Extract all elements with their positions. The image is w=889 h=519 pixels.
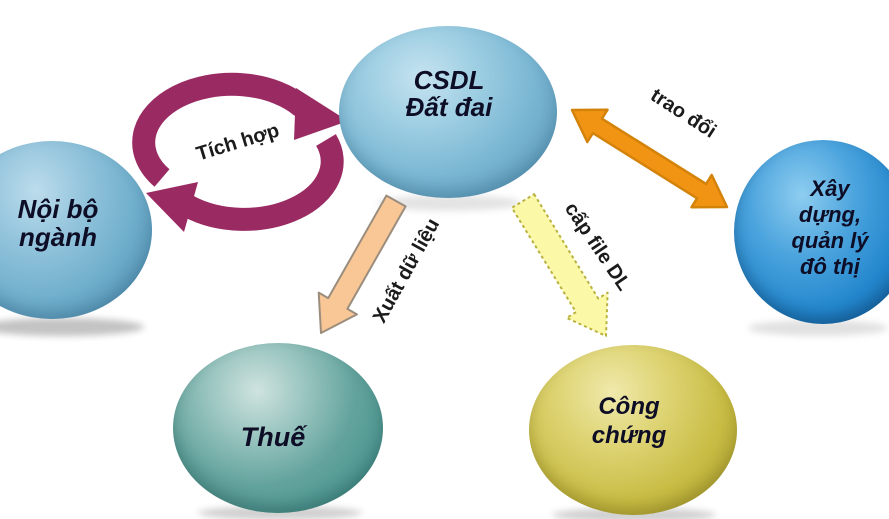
label-line: Đất đai xyxy=(405,92,493,122)
node-cong-chung xyxy=(529,345,737,515)
shadow-xaydung xyxy=(748,320,888,336)
cycle-arrowhead-right-icon xyxy=(294,88,348,140)
label-line: ngành xyxy=(19,222,97,252)
label-line: quản lý xyxy=(791,228,869,253)
shadow-csdl xyxy=(377,195,521,211)
label-line: Xây xyxy=(810,176,850,201)
label-cong-chung: Công chứng xyxy=(592,392,666,450)
label-line: chứng xyxy=(591,422,667,449)
exchange-double-arrow xyxy=(570,108,729,209)
label-line: Thuế xyxy=(240,422,306,452)
cycle-arc-bottom xyxy=(182,134,344,231)
node-thue xyxy=(173,343,383,513)
export-data-arrow xyxy=(317,194,407,334)
label-line: CSDL xyxy=(413,65,485,95)
node-xay-dung-quan-ly-do-thi xyxy=(734,140,889,324)
shadow-noibo xyxy=(0,318,144,336)
label-line: đô thị xyxy=(800,254,860,279)
node-csdl-dat-dai xyxy=(339,26,557,198)
label-line: Công xyxy=(598,393,660,420)
label-line: Nội bộ xyxy=(17,194,99,224)
label-thue: Thuế xyxy=(241,423,306,451)
cycle-arc-top xyxy=(132,72,310,187)
integration-cycle-arrow xyxy=(132,72,348,232)
label-xay-dung-quan-ly-do-thi: Xây dựng, quản lý đô thị xyxy=(791,176,868,280)
label-line: dựng, xyxy=(798,202,862,227)
label-noi-bo-nganh: Nội bộ ngành xyxy=(18,195,99,251)
label-csdl-dat-dai: CSDL Đất đai xyxy=(406,67,493,121)
file-dl-dashed-arrow xyxy=(510,193,609,337)
cycle-arrowhead-left-icon xyxy=(146,182,198,232)
